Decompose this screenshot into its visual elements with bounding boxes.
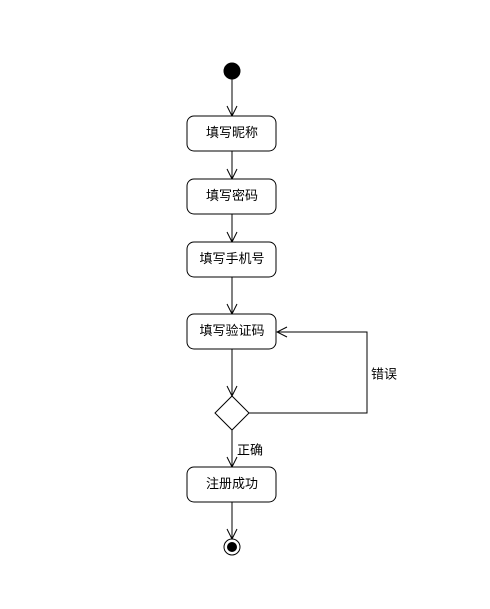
activity-phone: 填写手机号 [186, 241, 277, 278]
edge-error-loop [249, 332, 368, 414]
edge-label-correct: 正确 [237, 444, 263, 459]
activity-nickname-label: 填写昵称 [206, 126, 258, 141]
activity-password-label: 填写密码 [206, 188, 258, 204]
activity-success-label: 注册成功 [206, 477, 258, 492]
activity-success: 注册成功 [186, 466, 277, 503]
start-node [223, 62, 241, 80]
end-node [223, 538, 241, 556]
activity-password: 填写密码 [186, 178, 277, 215]
activity-nickname: 填写昵称 [186, 115, 277, 152]
activity-captcha: 填写验证码 [186, 313, 277, 350]
activity-phone-label: 填写手机号 [199, 252, 264, 267]
decision-node [214, 395, 250, 431]
activity-captcha-label: 填写验证码 [199, 323, 264, 339]
edge-label-error: 错误 [371, 368, 397, 383]
